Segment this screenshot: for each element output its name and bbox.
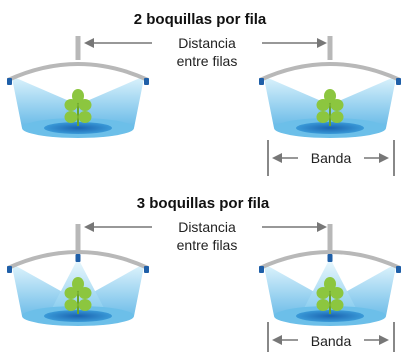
row-spacing-label-line2: entre filas — [177, 53, 238, 69]
nozzle-unit-left — [7, 224, 149, 326]
row-spacing-arrow — [84, 222, 327, 232]
section-three-nozzles: 3 boquillas por fila Distancia entre fil… — [7, 195, 401, 352]
row-spacing-label-line1: Distancia — [178, 219, 236, 235]
row-spacing-label-line1: Distancia — [178, 35, 236, 51]
band-label: Banda — [311, 150, 352, 166]
nozzle-unit-left — [7, 36, 149, 138]
section-two-nozzles: 2 boquillas por fila Distancia entre fil… — [7, 11, 401, 176]
row-spacing-arrow — [84, 38, 327, 48]
band-label: Banda — [311, 333, 352, 349]
section-title: 2 boquillas por fila — [134, 11, 267, 28]
row-spacing-label-line2: entre filas — [177, 237, 238, 253]
section-title: 3 boquillas por fila — [137, 195, 270, 212]
band-arrow — [267, 322, 395, 352]
nozzle-unit-right — [259, 36, 401, 138]
band-arrow — [267, 140, 395, 176]
nozzle-unit-right — [259, 224, 401, 326]
